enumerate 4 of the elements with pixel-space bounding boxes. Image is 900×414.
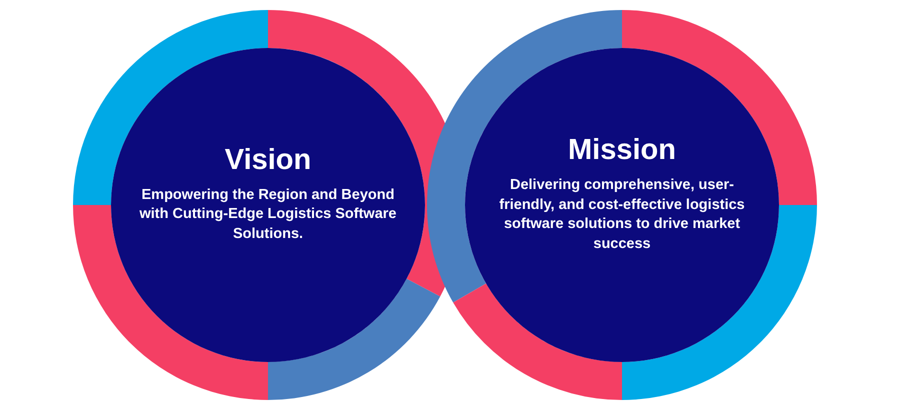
circle-text: Empowering the Region and Beyond with Cutting-Edge Logistics Software Solutions. — [138, 186, 398, 244]
circle-text: Delivering comprehensive, user-friendly, and cost-effective logistics software solutions to drive market success — [498, 176, 746, 254]
circle-title: Mission — [568, 132, 676, 168]
circle-title: Vision — [224, 142, 312, 178]
